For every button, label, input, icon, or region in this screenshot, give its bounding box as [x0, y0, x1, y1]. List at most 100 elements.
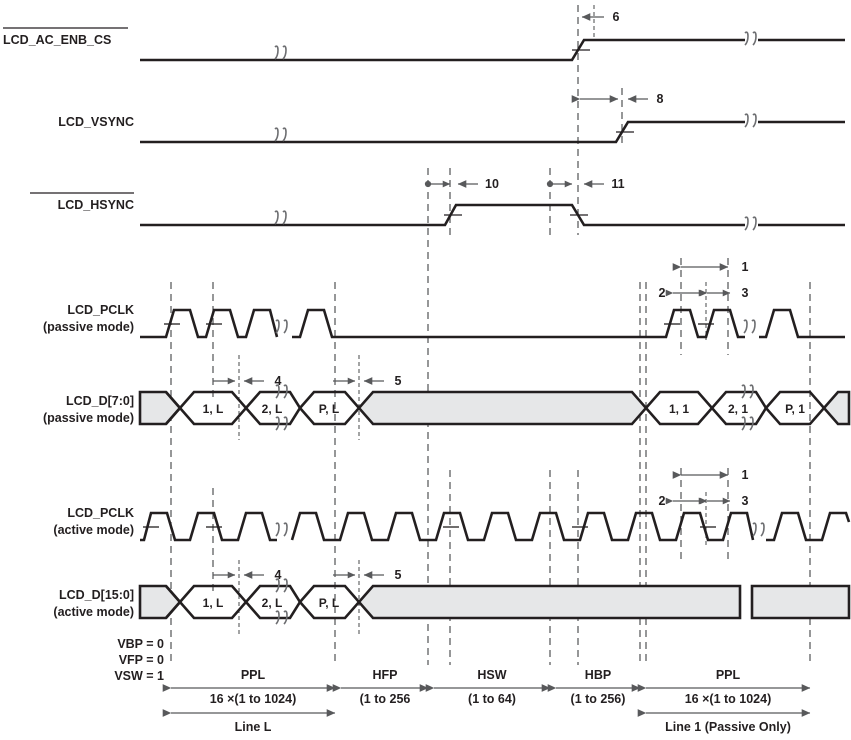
marker-number: 8: [657, 92, 664, 106]
interval-range: (1 to 256): [571, 692, 626, 706]
waveform-d70-passive: 1, L 2, L P, L 1, 1 2, 1 P, 1 4 5: [138, 374, 851, 431]
wave-path: [140, 511, 851, 542]
data-cell-text: 1, L: [203, 402, 224, 416]
interval-range: (1 to 64): [468, 692, 516, 706]
signal-label-vsync: LCD_VSYNC: [58, 115, 134, 129]
data-cell-text: 1, L: [203, 596, 224, 610]
interval-name: HBP: [585, 668, 611, 682]
break-symbol: [275, 416, 288, 431]
marker-5-passive: 5: [333, 374, 402, 388]
marker-number: 10: [485, 177, 499, 191]
wave-path-left: [140, 308, 640, 339]
marker-3-active: 3: [699, 494, 749, 508]
interval-name: PPL: [716, 668, 741, 682]
interval-name: HSW: [477, 668, 506, 682]
marker-number: 4: [275, 374, 282, 388]
marker-number: 1: [742, 260, 749, 274]
break-symbol: [741, 384, 754, 399]
data-cell-text: 1, 1: [669, 402, 689, 416]
interval-name: HFP: [373, 668, 398, 682]
break-symbol: [752, 522, 765, 537]
marker-number: 2: [659, 286, 666, 300]
line-span-label: Line L: [235, 720, 272, 734]
data-band-idle-left: [138, 584, 182, 620]
signal-label-text: LCD_PCLK: [67, 506, 134, 520]
marker-number: 4: [275, 568, 282, 582]
interval-hfp: HFP (1 to 256: [332, 668, 429, 706]
marker-number: 5: [395, 374, 402, 388]
marker-8: 8: [571, 92, 664, 106]
data-band-idle-left: [138, 390, 182, 426]
marker-4-passive: 4: [213, 374, 282, 388]
marker-number: 1: [742, 468, 749, 482]
signal-sublabel-text: (passive mode): [43, 320, 134, 334]
signal-label-text: LCD_D[7:0]: [66, 394, 134, 408]
interval-range: (1 to 256: [360, 692, 411, 706]
signal-label-hsync: LCD_HSYNC: [30, 192, 134, 212]
break-symbol: [275, 522, 288, 537]
break-symbol: [275, 384, 288, 399]
signal-sublabel-text: (passive mode): [43, 411, 134, 425]
line-span-line-l: Line L: [162, 709, 336, 734]
signal-label-text: LCD_HSYNC: [58, 198, 134, 212]
data-cell-text: 2, L: [262, 596, 283, 610]
marker-4-active: 4: [213, 568, 282, 582]
break-symbol: [743, 319, 756, 334]
signal-label-text: LCD_PCLK: [67, 303, 134, 317]
marker-number: 2: [659, 494, 666, 508]
marker-3: 3: [699, 286, 749, 300]
wave-path-left: [140, 203, 745, 227]
interval-range: 16 ×(1 to 1024): [685, 692, 772, 706]
vertical-guides: [170, 5, 811, 665]
signal-sublabel-text: (active mode): [53, 605, 134, 619]
line-span-label: Line 1 (Passive Only): [665, 720, 791, 734]
break-symbol: [274, 210, 287, 225]
marker-1: 1: [672, 260, 749, 274]
break-symbol: [744, 113, 757, 128]
wave-path-left: [140, 38, 745, 62]
break-symbol: [275, 319, 288, 334]
data-cell-text: P, L: [319, 596, 339, 610]
data-cell-text: 2, 1: [728, 402, 748, 416]
marker-1-active: 1: [672, 468, 749, 482]
data-band-blank-middle: [357, 584, 742, 620]
waveform-pclk-active: 1 2 3: [140, 468, 851, 542]
break-symbol: [274, 127, 287, 142]
interval-hsw: HSW (1 to 64): [425, 668, 551, 706]
vsw-label: VSW = 1: [114, 669, 164, 683]
interval-ppl-left: PPL 16 ×(1 to 1024): [162, 668, 336, 706]
interval-name: PPL: [241, 668, 266, 682]
marker-number: 6: [613, 10, 620, 24]
line-span-line-1: Line 1 (Passive Only): [637, 709, 811, 734]
break-symbol: [274, 45, 287, 60]
waveform-d150-active: 1, L 2, L P, L 4 5: [138, 568, 851, 625]
waveform-vsync: 8: [140, 92, 845, 144]
waveform-hsync: 10 11: [140, 177, 845, 231]
data-cell-text: 2, L: [262, 402, 283, 416]
vbp-label: VBP = 0: [117, 637, 164, 651]
signal-label-text: LCD_VSYNC: [58, 115, 134, 129]
data-band-blank-middle: [357, 390, 648, 426]
data-cell-text: P, L: [319, 402, 339, 416]
break-symbol: [275, 610, 288, 625]
waveform-ac-enb-cs: 6: [140, 10, 845, 62]
marker-11: 11: [546, 177, 625, 191]
interval-range: 16 ×(1 to 1024): [210, 692, 297, 706]
signal-label-pclk-passive: LCD_PCLK (passive mode): [43, 303, 134, 334]
vertical-blanking-legend: VBP = 0 VFP = 0 VSW = 1: [114, 637, 164, 683]
wave-path-left: [140, 120, 745, 144]
interval-hbp: HBP (1 to 256): [547, 668, 641, 706]
vfp-label: VFP = 0: [119, 653, 164, 667]
data-band-blank-right: [750, 584, 851, 620]
marker-2-active: 2: [659, 494, 707, 508]
marker-number: 5: [395, 568, 402, 582]
signal-label-text: LCD_AC_ENB_CS: [3, 33, 111, 47]
break-symbol: [275, 578, 288, 593]
marker-6: 6: [581, 10, 620, 24]
data-cell-text: P, 1: [785, 402, 805, 416]
waveform-pclk-passive: 1 2 3: [140, 260, 845, 339]
marker-number: 3: [742, 494, 749, 508]
signal-label-d150-active: LCD_D[15:0] (active mode): [53, 588, 134, 619]
